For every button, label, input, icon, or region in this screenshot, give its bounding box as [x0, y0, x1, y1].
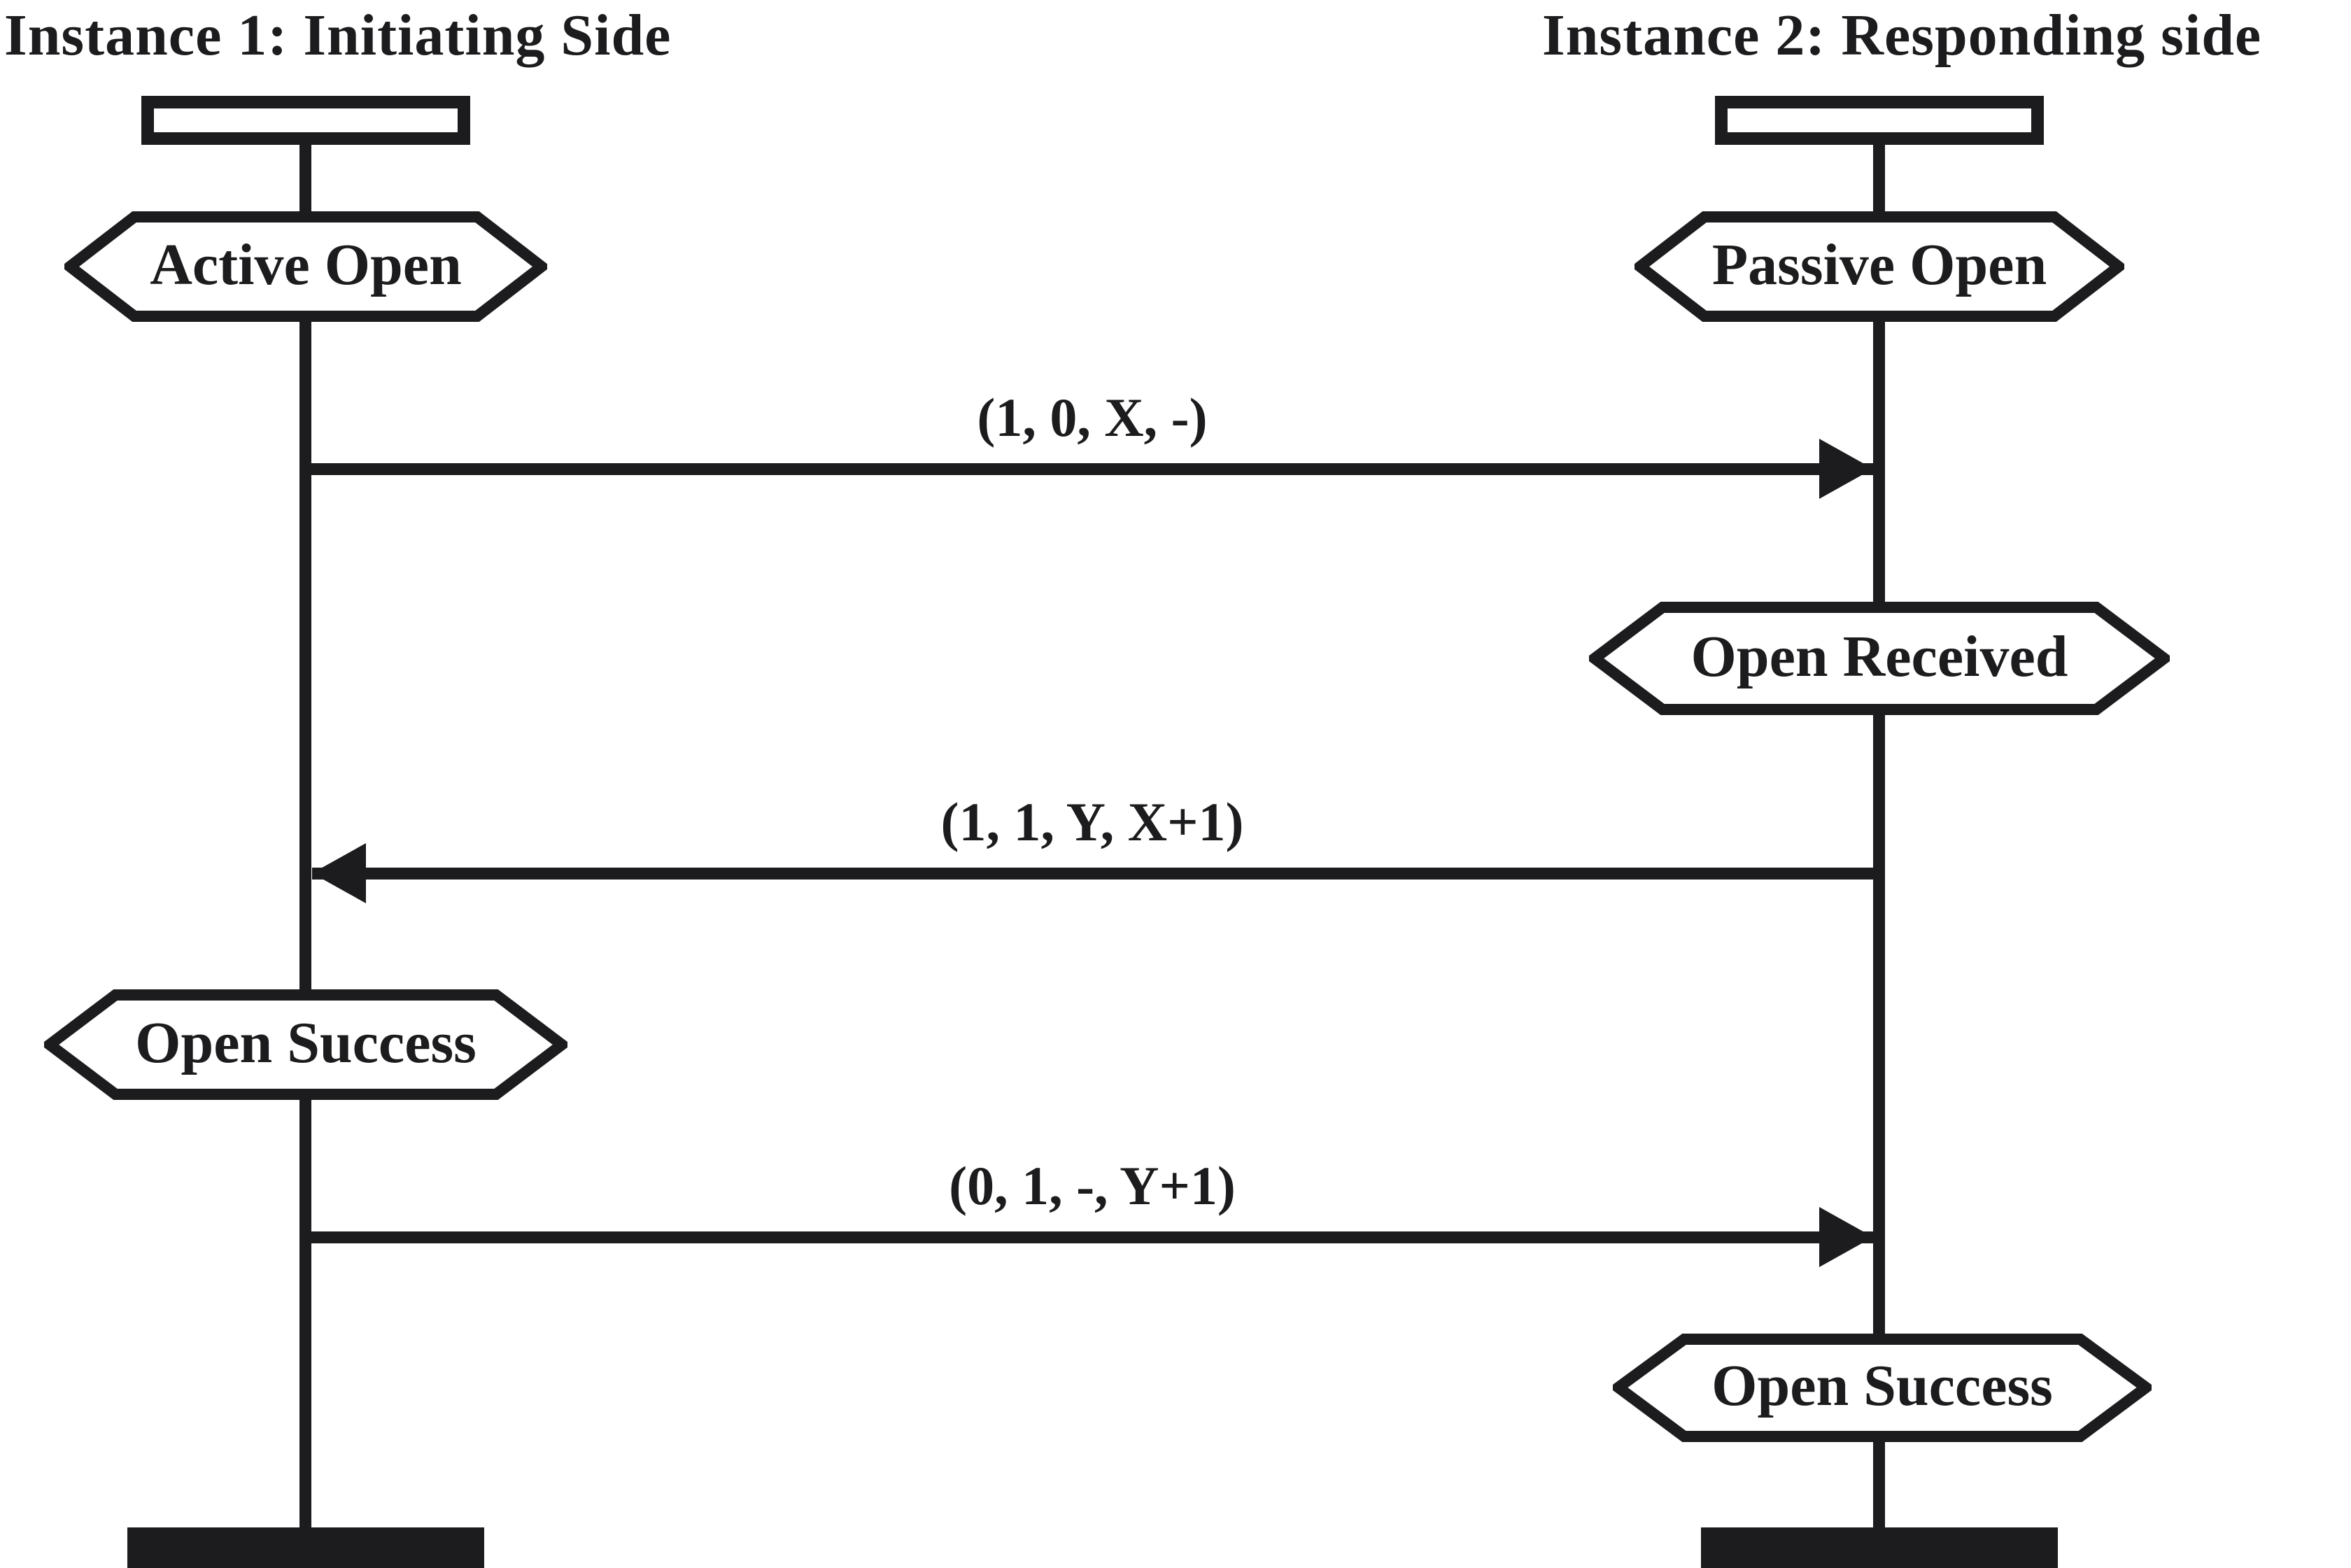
hexagon-outline-icon — [64, 211, 547, 322]
state-label: Open Success — [135, 1010, 476, 1075]
message-arrow-3 — [306, 1231, 1873, 1243]
instance2-title: Instance 2: Responding side — [1542, 3, 2262, 68]
arrowhead-right-icon — [1819, 439, 1873, 499]
message-label-3: (0, 1, -, Y+1) — [949, 1155, 1236, 1216]
instance2-head-box — [1715, 96, 2044, 145]
state-label: Active Open — [150, 232, 462, 297]
state-label: Open Success — [1711, 1353, 2053, 1418]
instance1-head-box — [141, 96, 470, 145]
instance1-lifeline — [299, 142, 311, 1531]
hexagon-outline-icon — [44, 989, 567, 1100]
state-label: Open Received — [1690, 623, 2068, 689]
message-label-2: (1, 1, Y, X+1) — [940, 791, 1244, 852]
state-active-open: Active Open — [64, 211, 547, 322]
state-label: Passive Open — [1711, 232, 2047, 297]
hexagon-outline-icon — [1635, 211, 2124, 322]
state-passive-open: Passive Open — [1635, 211, 2124, 322]
instance1-end-bar — [127, 1527, 484, 1568]
state-open-success-left: Open Success — [44, 989, 567, 1100]
state-open-received: Open Received — [1589, 602, 2170, 715]
message-arrow-1 — [306, 463, 1873, 475]
arrowhead-left-icon — [312, 843, 366, 903]
instance2-lifeline — [1873, 142, 1885, 1531]
message-label-1: (1, 0, X, -) — [977, 387, 1208, 448]
message-arrow-2 — [312, 868, 1873, 880]
arrowhead-right-icon — [1819, 1207, 1873, 1267]
instance1-title: Instance 1: Initiating Side — [4, 3, 672, 68]
hexagon-outline-icon — [1589, 602, 2170, 715]
instance2-end-bar — [1701, 1527, 2058, 1568]
hexagon-outline-icon — [1613, 1334, 2152, 1442]
state-open-success-right: Open Success — [1613, 1334, 2152, 1442]
